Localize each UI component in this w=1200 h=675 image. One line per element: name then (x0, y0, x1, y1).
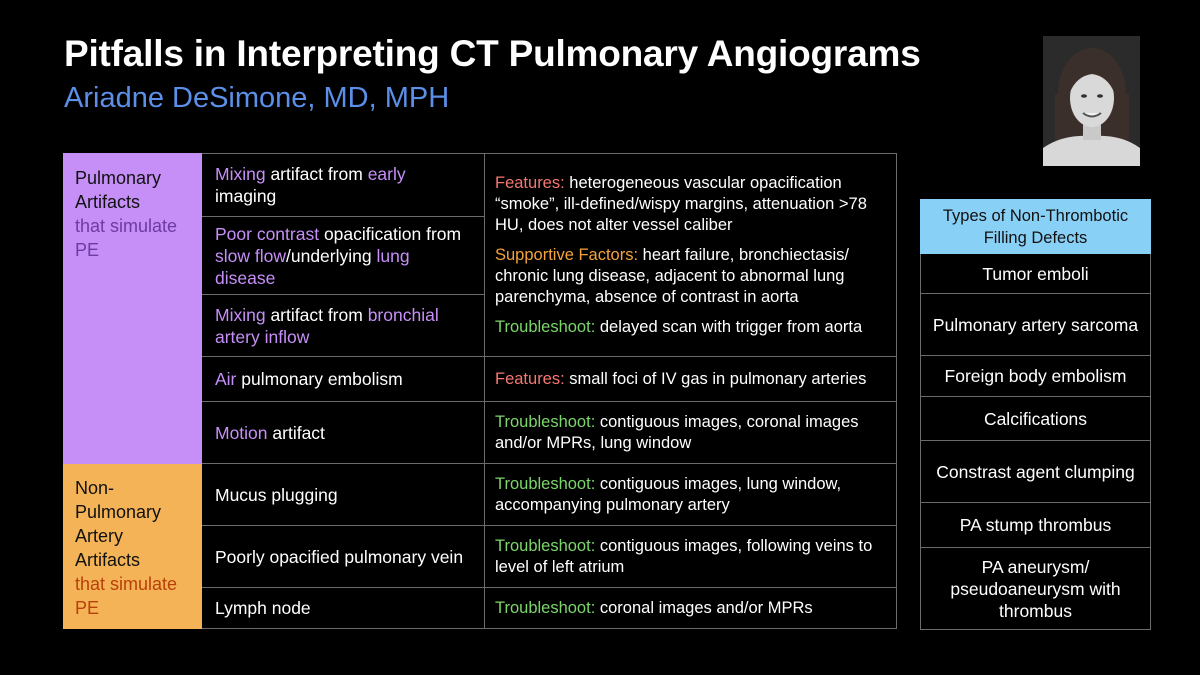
author-name: Ariadne DeSimone, MD, MPH (64, 82, 450, 114)
desc-mucus-plugging: Troubleshoot: contiguous images, lung wi… (484, 463, 897, 526)
group-nonpulmonary-artifacts: Non- Pulmonary Artery Artifacts that sim… (63, 463, 202, 629)
table-row: Types of Non-Thrombotic Filling Defects (920, 199, 1151, 254)
artifact-mixing-early: Mixing artifact from early imaging (201, 153, 485, 217)
artifact-poor-contrast: Poor contrast opacification from slow fl… (201, 216, 485, 295)
list-item: PA stump thrombus (920, 502, 1151, 548)
table-row: PA aneurysm/ pseudoaneurysm with thrombu… (920, 547, 1151, 630)
table-row: Poorly opacified pulmonary vein Troubles… (64, 525, 897, 588)
table-row: Pulmonary Artifacts that simulate PE Mix… (63, 153, 897, 464)
artifact-air-embolism: Air pulmonary embolism (201, 356, 485, 402)
list-item: Pulmonary artery sarcoma (920, 293, 1151, 356)
table-row: Pulmonary artery sarcoma (920, 293, 1151, 356)
filling-defects-table: Types of Non-Thrombotic Filling Defects … (920, 199, 1151, 630)
author-portrait (1043, 36, 1140, 166)
desc-lymph-node: Troubleshoot: coronal images and/or MPRs (484, 587, 897, 629)
pitfalls-table: Pulmonary Artifacts that simulate PE Mix… (63, 153, 897, 629)
table-row: Poor contrast opacification from slow fl… (64, 216, 897, 295)
artifact-lymph-node: Lymph node (201, 587, 485, 629)
table-row: Calcifications (920, 396, 1151, 441)
table-row: Constrast agent clumping (920, 440, 1151, 503)
list-item: Tumor emboli (920, 253, 1151, 294)
group-pulmonary-artifacts: Pulmonary Artifacts that simulate PE (63, 153, 202, 464)
table-row: Non- Pulmonary Artery Artifacts that sim… (63, 463, 897, 629)
page-title: Pitfalls in Interpreting CT Pulmonary An… (64, 33, 921, 74)
table-row: Tumor emboli (920, 253, 1151, 294)
filling-defects-header: Types of Non-Thrombotic Filling Defects (920, 199, 1151, 254)
table-row: Lymph node Troubleshoot: coronal images … (64, 587, 897, 629)
portrait-image (1043, 36, 1140, 166)
artifact-mucus-plugging: Mucus plugging (201, 463, 485, 526)
desc-motion: Troubleshoot: contiguous images, coronal… (484, 401, 897, 464)
desc-air-embolism: Features: small foci of IV gas in pulmon… (484, 356, 897, 402)
list-item: Constrast agent clumping (920, 440, 1151, 503)
artifact-poor-vein: Poorly opacified pulmonary vein (201, 525, 485, 588)
artifact-motion: Motion artifact (201, 401, 485, 464)
list-item: PA aneurysm/ pseudoaneurysm with thrombu… (920, 547, 1151, 630)
table-row: PA stump thrombus (920, 502, 1151, 548)
desc-mixing-block: Features: heterogeneous vascular opacifi… (484, 153, 897, 357)
artifact-mixing-bronchial: Mixing artifact from bronchial artery in… (201, 294, 485, 357)
desc-poor-vein: Troubleshoot: contiguous images, followi… (484, 525, 897, 588)
list-item: Calcifications (920, 396, 1151, 441)
table-row: Foreign body embolism (920, 355, 1151, 397)
list-item: Foreign body embolism (920, 355, 1151, 397)
